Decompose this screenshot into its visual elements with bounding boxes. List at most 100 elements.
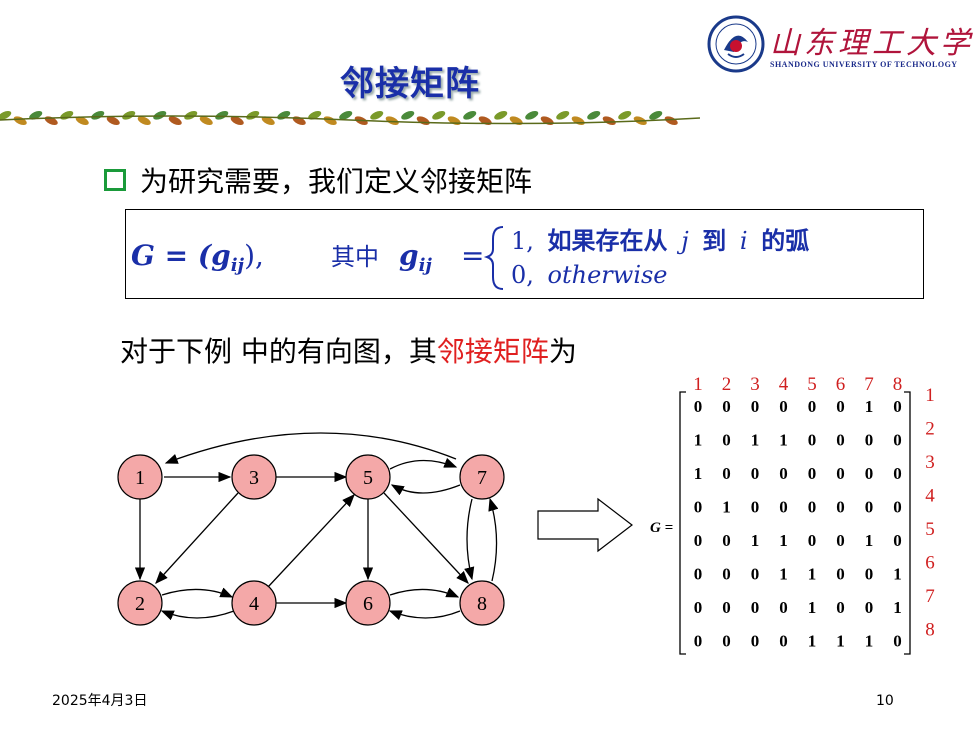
svg-text:8: 8 [477, 593, 487, 615]
logo-english-text: SHANDONG UNIVERSITY OF TECHNOLOGY [770, 60, 958, 69]
formula-frame [125, 209, 924, 299]
page-number: 10 [876, 693, 894, 709]
example-prefix: 对于下例 中的有向图，其 [120, 335, 437, 368]
matrix-cell: 0 [779, 598, 788, 617]
matrix-cell: 0 [722, 431, 731, 450]
matrix-cell: 0 [751, 464, 760, 483]
matrix-cell: 1 [779, 431, 788, 450]
matrix-row-label: 6 [925, 553, 935, 574]
graph-node-7: 7 [459, 454, 505, 500]
bullet-item: 为研究需要，我们定义邻接矩阵 [104, 160, 532, 200]
case1-to: 到 [702, 226, 726, 255]
matrix-cell: 0 [836, 565, 845, 584]
matrix-cell: 0 [722, 632, 731, 651]
matrix-brackets [679, 391, 911, 655]
matrix-cell: 1 [836, 632, 845, 651]
matrix-cell: 0 [808, 431, 817, 450]
matrix-row-label: 4 [925, 486, 935, 507]
square-bullet-icon [104, 169, 126, 191]
svg-text:G = (gij),: G = (gij), [131, 239, 264, 276]
matrix-row-label: 3 [925, 452, 935, 473]
matrix-cell: 1 [865, 632, 874, 651]
matrix-cell: 1 [694, 464, 703, 483]
graph-node-3: 3 [231, 454, 277, 500]
formula-lhs: G = (g [131, 239, 231, 272]
matrix-cell: 0 [751, 565, 760, 584]
matrix-cell: 0 [779, 632, 788, 651]
right-arrow-icon [537, 497, 633, 553]
matrix-row-label: 7 [925, 586, 935, 607]
graph-node-4: 4 [231, 580, 277, 626]
matrix-cell: 0 [722, 565, 731, 584]
matrix-cell: 1 [808, 632, 817, 651]
graph-edges [134, 432, 499, 621]
svg-text:5: 5 [363, 467, 373, 489]
matrix-cell: 0 [808, 464, 817, 483]
formula-g-sub: ij [419, 255, 433, 276]
matrix-cell: 0 [694, 397, 703, 416]
formula-where: 其中 [331, 243, 379, 271]
formula-g: g [399, 239, 419, 272]
footer-date: 2025年4月3日 [52, 693, 148, 709]
matrix-cell: 1 [808, 565, 817, 584]
directed-graph: 1 3 5 7 2 4 6 8 [117, 432, 505, 626]
matrix-cell: 1 [751, 431, 760, 450]
matrix-cell: 1 [865, 397, 874, 416]
formula-brace [483, 226, 504, 290]
matrix-cell: 1 [751, 531, 760, 550]
matrix-col-label: 4 [779, 374, 789, 395]
bullet-text: 为研究需要，我们定义邻接矩阵 [140, 165, 533, 198]
matrix-col-label: 1 [693, 374, 703, 395]
graph-nodes: 1 3 5 7 2 4 6 8 [117, 454, 505, 626]
formula-lhs-sub: ij [231, 255, 245, 276]
matrix-cell: 0 [779, 464, 788, 483]
graph-node-8: 8 [459, 580, 505, 626]
matrix-cell: 0 [865, 565, 874, 584]
matrix-cell: 1 [808, 598, 817, 617]
matrix-cell: 0 [893, 464, 902, 483]
matrix-cell: 1 [722, 498, 731, 517]
matrix-col-label: 3 [750, 374, 760, 395]
matrix-cell: 0 [722, 531, 731, 550]
matrix-cell: 1 [694, 431, 703, 450]
logo-chinese-text: 山东理工大学 [770, 26, 974, 61]
matrix-cell: 0 [836, 598, 845, 617]
matrix-cell: 0 [865, 431, 874, 450]
matrix-row-label: 8 [925, 620, 935, 641]
svg-text:gij: gij [399, 239, 432, 276]
graph-node-6: 6 [345, 580, 391, 626]
university-logo [706, 14, 966, 74]
matrix-col-label: 5 [807, 374, 817, 395]
matrix-cell: 1 [893, 565, 902, 584]
case2-value: 0, [511, 261, 534, 289]
graph-node-2: 2 [117, 580, 163, 626]
matrix-cell: 1 [779, 565, 788, 584]
matrix-cell: 0 [722, 397, 731, 416]
matrix-cell: 0 [836, 464, 845, 483]
matrix-cell: 0 [836, 531, 845, 550]
matrix-cell: 0 [751, 598, 760, 617]
example-text: 对于下例 中的有向图，其邻接矩阵为 [120, 330, 577, 370]
matrix-cell: 1 [779, 531, 788, 550]
matrix-col-label: 2 [722, 374, 732, 395]
matrix-label: G = [650, 520, 673, 536]
decorative-vine-divider [0, 110, 700, 126]
matrix-cell: 0 [722, 464, 731, 483]
matrix-cell: 0 [751, 632, 760, 651]
svg-text:1, 如果存在从 j 到: 1, 如果存在从 j 到 i 的弧 [511, 226, 809, 255]
case1-value: 1, [511, 227, 534, 255]
matrix-cell: 0 [694, 598, 703, 617]
matrix-row-label: 5 [925, 519, 935, 540]
matrix-cell: 0 [808, 531, 817, 550]
matrix-cell: 0 [836, 397, 845, 416]
matrix-cell: 0 [893, 397, 902, 416]
matrix-cell: 0 [836, 431, 845, 450]
graph-node-1: 1 [117, 454, 163, 500]
adjacency-formula: G = (gij), 其中 gij = 1, 如果存在从 j 到 i 的弧 0,… [131, 226, 809, 290]
matrix-cell: 0 [808, 397, 817, 416]
svg-text:3: 3 [249, 467, 259, 489]
